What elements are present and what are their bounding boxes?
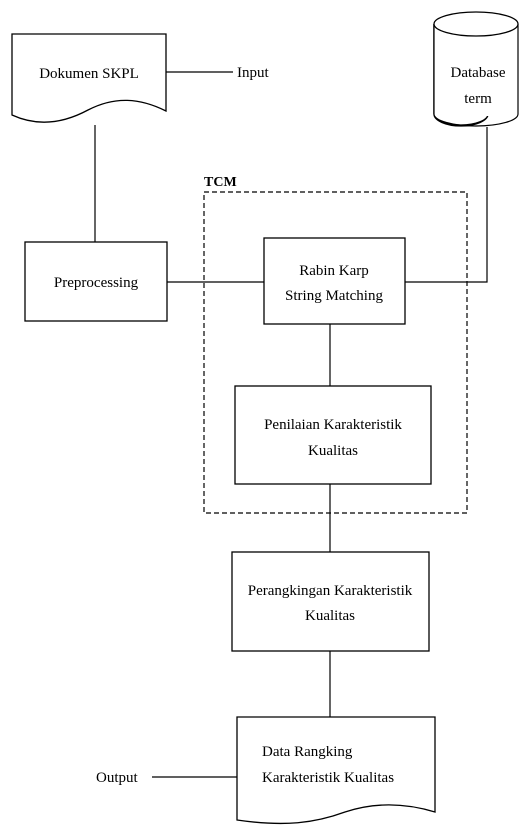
tcm-region bbox=[203, 191, 468, 514]
database-term-label-line2: term bbox=[464, 91, 492, 107]
penilaian-label-line1: Penilaian Karakteristik bbox=[264, 417, 402, 433]
dokumen-skpl-label: Dokumen SKPL bbox=[39, 66, 139, 82]
database-term-side bbox=[433, 24, 519, 127]
data-rangking-node bbox=[236, 716, 436, 825]
connector-rabinkarp-database bbox=[405, 127, 488, 283]
perangkingan-node bbox=[231, 551, 430, 652]
database-term-label-line1: Database bbox=[451, 65, 506, 81]
output-label: Output bbox=[96, 770, 139, 786]
perangkingan-label-line2: Kualitas bbox=[305, 608, 355, 624]
input-label: Input bbox=[237, 65, 269, 81]
perangkingan-label-line1: Perangkingan Karakteristik bbox=[248, 583, 413, 599]
data-rangking-label-line2: Karakteristik Kualitas bbox=[262, 770, 394, 786]
rabin-karp-label-line2: String Matching bbox=[285, 288, 383, 304]
penilaian-node bbox=[234, 385, 432, 485]
tcm-label: TCM bbox=[204, 175, 237, 190]
penilaian-label-line2: Kualitas bbox=[308, 443, 358, 459]
preprocessing-label: Preprocessing bbox=[54, 275, 139, 291]
rabin-karp-node bbox=[263, 237, 406, 325]
data-rangking-label-line1: Data Rangking bbox=[262, 744, 353, 760]
rabin-karp-label-line1: Rabin Karp bbox=[299, 263, 369, 279]
dokumen-skpl-node bbox=[11, 33, 167, 123]
database-term-top bbox=[433, 11, 519, 37]
preprocessing-node bbox=[24, 241, 168, 322]
